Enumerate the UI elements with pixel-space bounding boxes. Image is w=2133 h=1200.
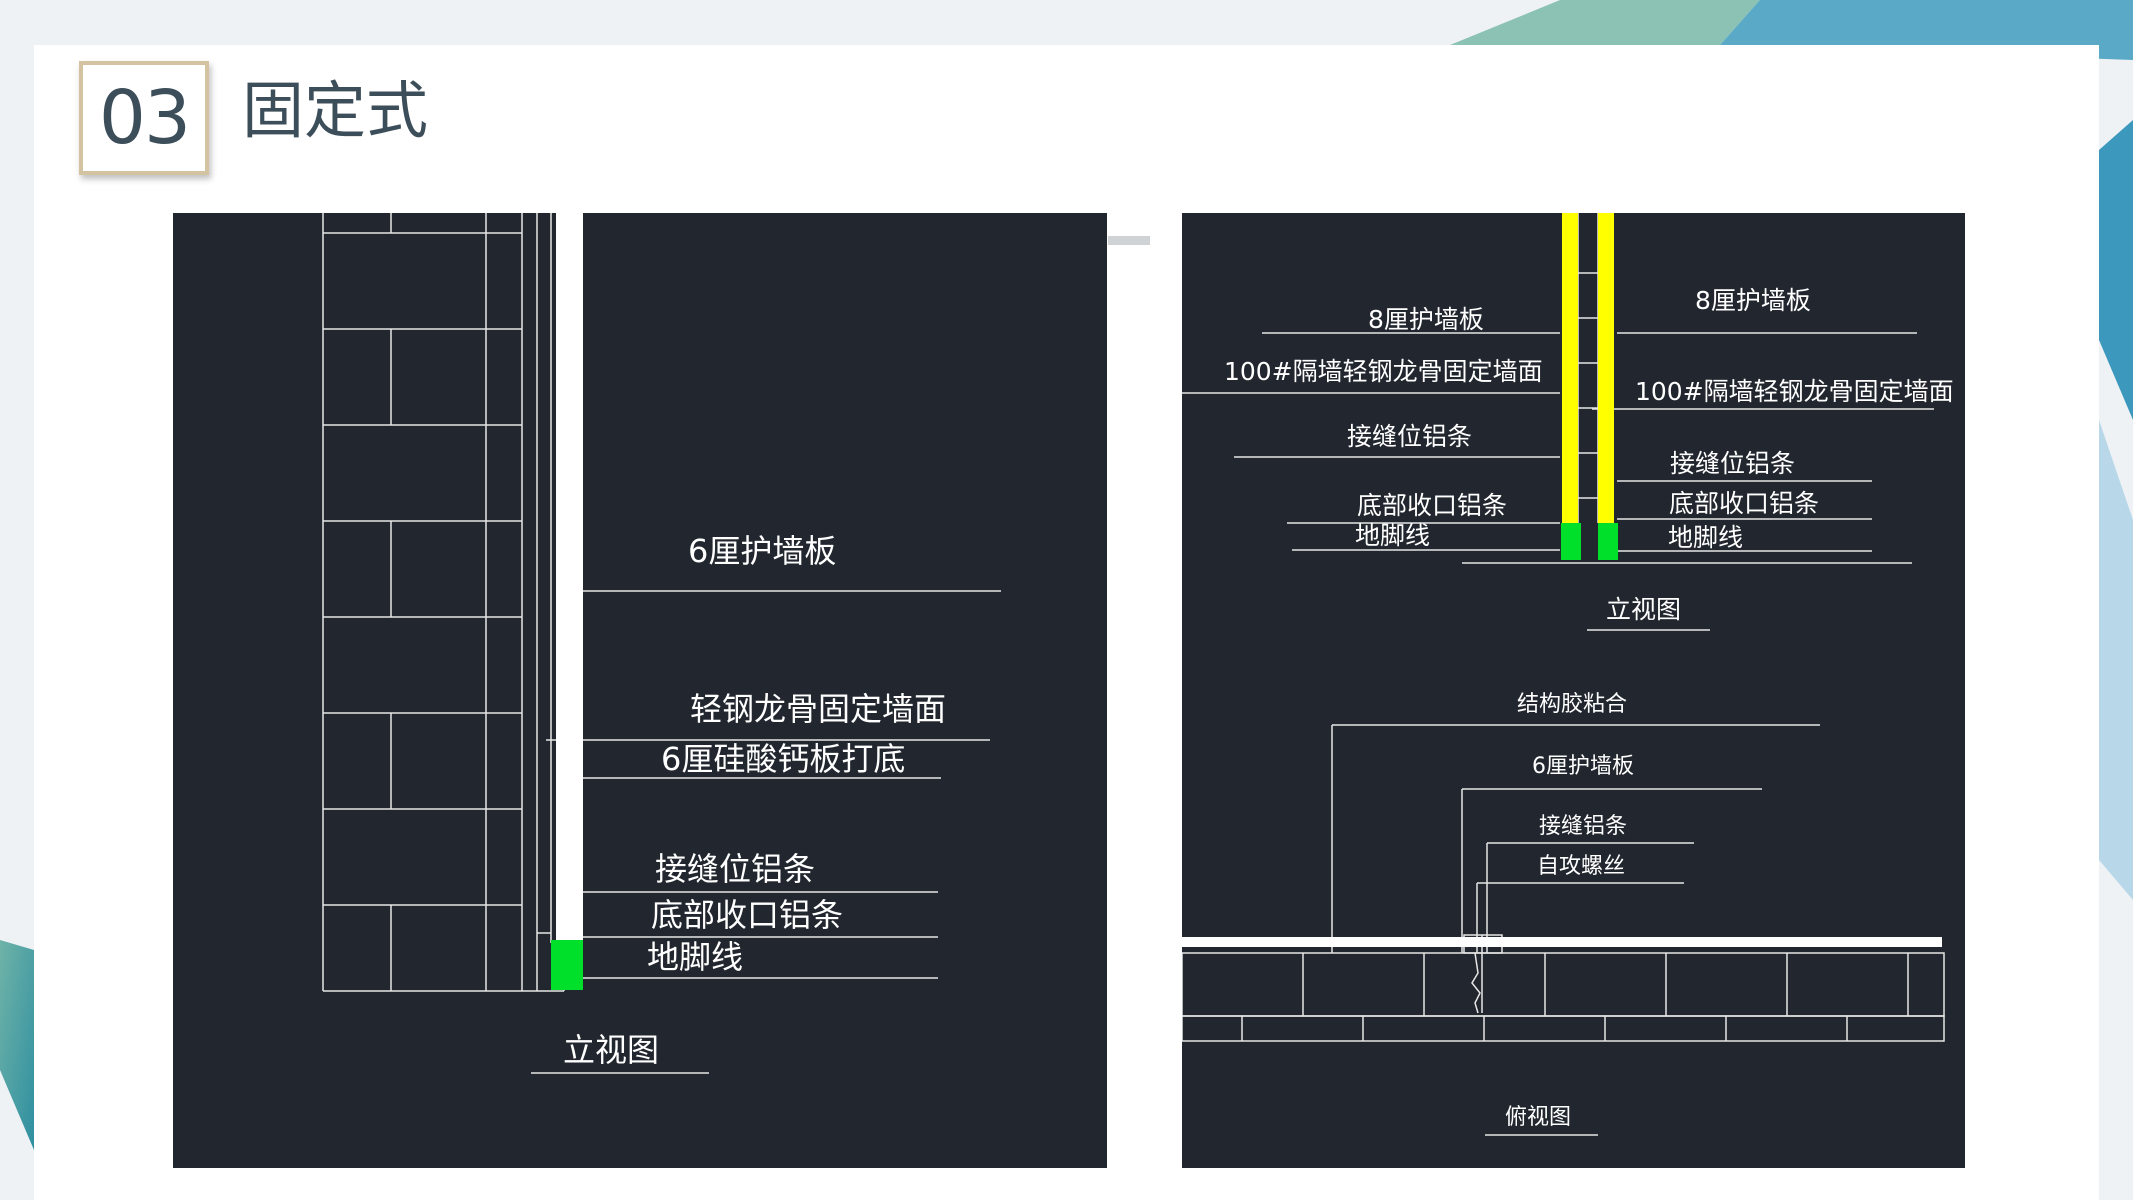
label-bottom-strip-left: 底部收口铝条 [1357, 491, 1508, 520]
label-8mm-panel-left: 8厘护墙板 [1368, 305, 1484, 334]
divider-bar [1108, 236, 1150, 245]
label-100-keel-left: 100#隔墙轻钢龙骨固定墙面 [1224, 357, 1543, 386]
page-title: 固定式 [242, 74, 429, 147]
label-plan-view: 俯视图 [1505, 1105, 1572, 1130]
label-elevation-view: 立视图 [563, 1031, 660, 1069]
section-number-badge: 03 [79, 61, 209, 175]
label-bottom-aluminum-strip: 底部收口铝条 [651, 896, 844, 934]
label-joint-strip-right: 接缝位铝条 [1670, 449, 1796, 478]
label-100-keel-right: 100#隔墙轻钢龙骨固定墙面 [1635, 377, 1954, 406]
label-joint-strip-left: 接缝位铝条 [1347, 422, 1473, 451]
left-elevation-diagram: 6厘护墙板 轻钢龙骨固定墙面 6厘硅酸钙板打底 接缝位铝条 底部收口铝条 地脚线… [173, 213, 1107, 1168]
label-self-tapping-screw: 自攻螺丝 [1537, 854, 1626, 879]
right-detail-diagram: 8厘护墙板 8厘护墙板 100#隔墙轻钢龙骨固定墙面 100#隔墙轻钢龙骨固定墙… [1182, 213, 1965, 1168]
label-silicate-board: 6厘硅酸钙板打底 [661, 740, 906, 778]
label-structural-glue: 结构胶粘合 [1517, 692, 1628, 717]
label-light-steel-keel: 轻钢龙骨固定墙面 [690, 690, 947, 728]
label-elevation-view-right: 立视图 [1606, 595, 1682, 624]
label-8mm-panel-right: 8厘护墙板 [1695, 286, 1811, 315]
label-bottom-strip-right: 底部收口铝条 [1669, 489, 1820, 518]
label-joint-strip-plan: 接缝铝条 [1539, 814, 1628, 839]
left-elevation-drawing [322, 213, 1001, 1074]
label-6mm-panel-plan: 6厘护墙板 [1532, 754, 1634, 779]
label-joint-aluminum-strip: 接缝位铝条 [655, 850, 816, 888]
label-skirting-right: 地脚线 [1668, 523, 1744, 552]
label-6mm-wall-panel: 6厘护墙板 [688, 532, 837, 570]
label-skirting: 地脚线 [647, 938, 744, 976]
right-detail-drawing [1182, 213, 1945, 1136]
label-skirting-left: 地脚线 [1355, 521, 1431, 550]
